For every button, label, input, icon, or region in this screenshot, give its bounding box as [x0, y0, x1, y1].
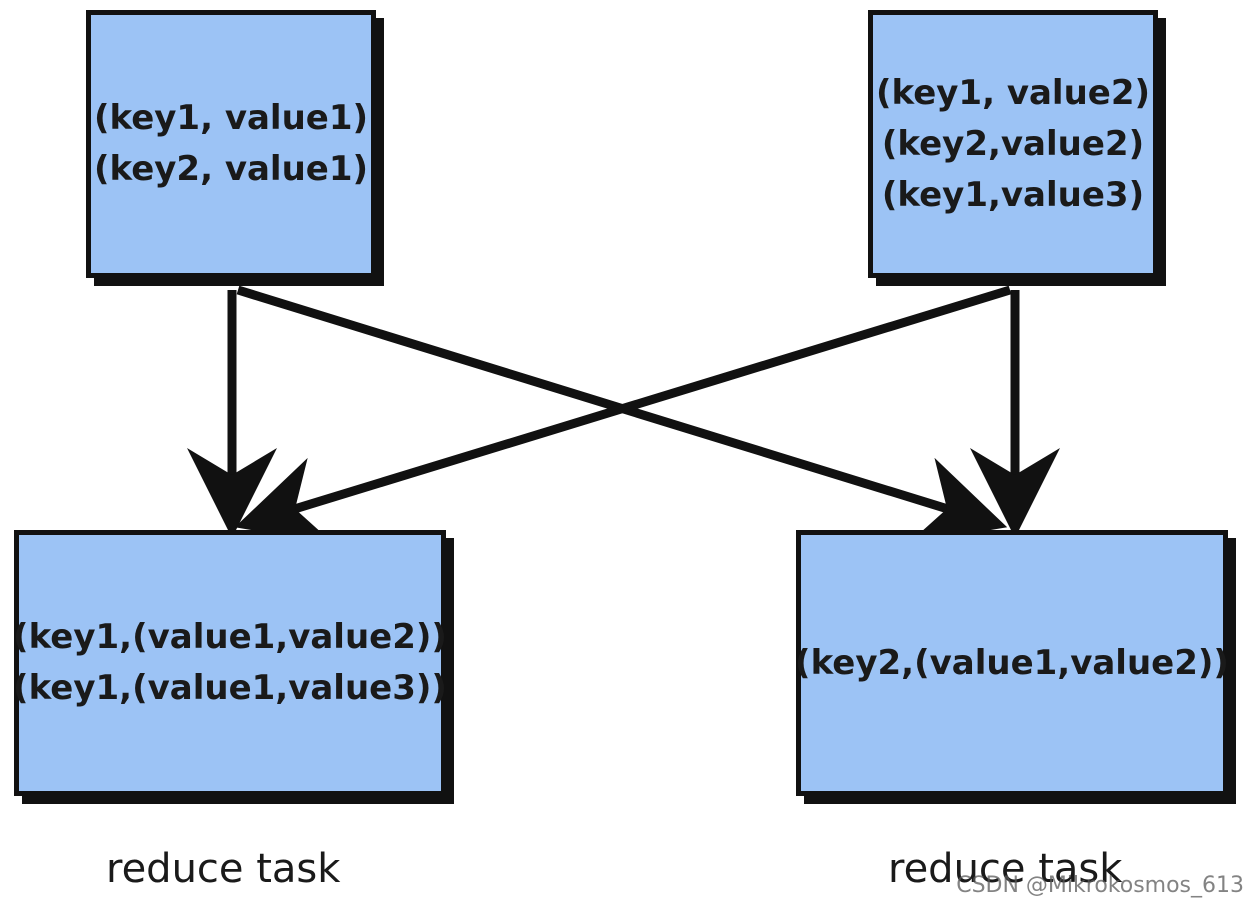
box-line: (key1,value3)	[881, 174, 1145, 215]
watermark: CSDN @Mikrokosmos_613	[956, 873, 1244, 898]
box-line: (key1,(value1,value2))	[13, 617, 447, 657]
reduce-input-box-left: (key1,(value1,value2)) (key1,(value1,val…	[13, 530, 447, 796]
arrow-topleft-to-bottomright	[236, 285, 1008, 544]
reduce-task-caption-right: reduce task	[888, 846, 1123, 892]
reduce-task-caption-left: reduce task	[106, 846, 341, 892]
map-output-box-top-right: (key1, value2) (key2,value2) (key1,value…	[868, 10, 1158, 278]
box-line: (key2,value2)	[881, 123, 1145, 164]
box-line: (key1,(value1,value3))	[13, 668, 447, 708]
box-line: (key1, value1)	[93, 98, 369, 138]
reduce-input-box-right: (key2,(value1,value2))	[795, 530, 1229, 796]
box-line: (key2,(value1,value2))	[795, 642, 1229, 683]
arrow-topright-to-bottomleft	[234, 285, 1012, 544]
map-output-box-top-left: (key1, value1) (key2, value1)	[86, 10, 376, 278]
box-line: (key2, value1)	[93, 149, 369, 189]
box-line: (key1, value2)	[875, 72, 1151, 113]
